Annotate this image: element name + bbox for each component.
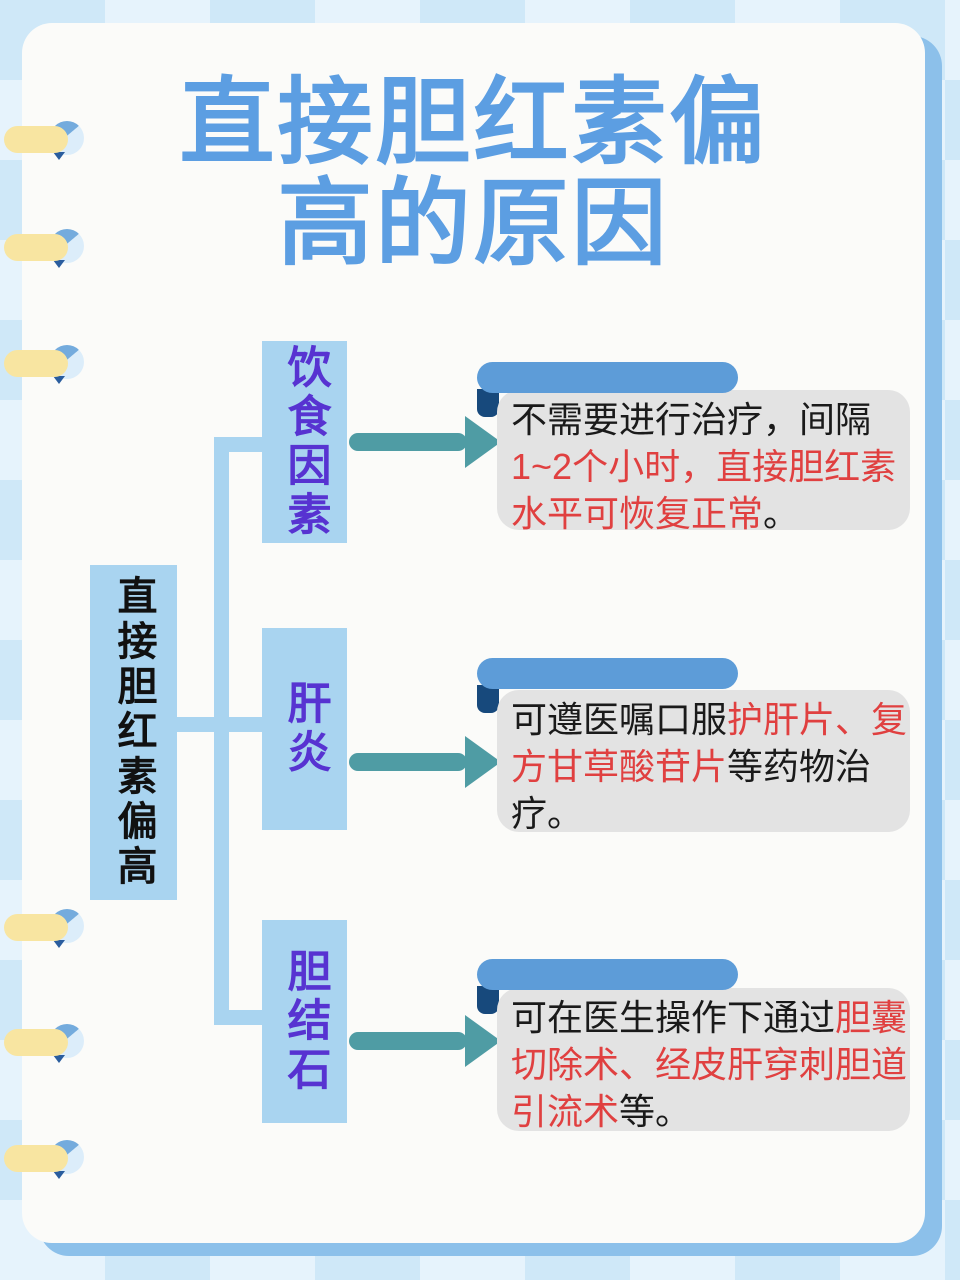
note-text: 等。 xyxy=(619,1091,692,1132)
page-title: 直接胆红素偏高的原因 xyxy=(22,73,925,275)
arrow-right-head-icon xyxy=(465,416,501,468)
binder-notch-icon xyxy=(53,260,65,268)
binder-ring xyxy=(0,119,92,160)
binder-ring xyxy=(0,907,92,948)
binder-ring xyxy=(0,227,92,268)
arrow-right-head-icon xyxy=(465,736,501,788)
binder-ring xyxy=(0,343,92,384)
page-title-line1: 直接胆红素偏 xyxy=(179,70,768,176)
note-card-header-bar xyxy=(477,658,738,689)
arrow-right-icon xyxy=(349,1032,467,1050)
note-card-hepatitis: 可遵医嘱口服护肝片、复方甘草酸苷片等药物治疗。 xyxy=(497,690,910,834)
binder-pin-icon xyxy=(4,914,68,941)
branch-node-gallstone-label: 胆结石 xyxy=(280,948,330,1095)
note-card-gallstone: 可在医生操作下通过胆囊切除术、经皮肝穿刺胆道引流术等。 xyxy=(497,988,910,1132)
note-text: 可遵医嘱口服 xyxy=(511,699,728,740)
binder-ring xyxy=(0,1138,92,1179)
page-title-line2: 高的原因 xyxy=(277,171,670,277)
note-card-header-bar xyxy=(477,362,738,393)
binder-notch-icon xyxy=(53,376,65,384)
binder-pin-icon xyxy=(4,350,68,377)
note-text: 可在医生操作下通过 xyxy=(511,997,836,1038)
branch-node-gallstone: 胆结石 xyxy=(262,920,347,1123)
binder-pin-icon xyxy=(4,234,68,261)
binder-notch-icon xyxy=(53,1171,65,1179)
branch-node-diet-label: 饮食因素 xyxy=(280,344,330,540)
note-text: 不需要进行治疗，间隔 xyxy=(511,399,872,440)
binder-notch-icon xyxy=(53,152,65,160)
note-card-corner-tab xyxy=(477,389,499,417)
note-card-corner-tab xyxy=(477,685,499,713)
binder-notch-icon xyxy=(53,1055,65,1063)
note-text-highlight: 1~2个小时，直接胆红素水平可恢复正常 xyxy=(511,446,897,534)
note-text-highlight: 护肝片、复方甘草酸苷片 xyxy=(511,699,908,787)
note-card-header-bar xyxy=(477,959,738,990)
note-text: 等药物治疗。 xyxy=(511,746,872,834)
arrow-right-icon xyxy=(349,753,467,771)
binder-ring xyxy=(0,1022,92,1063)
binder-pin-icon xyxy=(4,1145,68,1172)
arrow-right-icon xyxy=(349,433,467,451)
binder-notch-icon xyxy=(53,940,65,948)
note-text: 。 xyxy=(763,493,800,534)
root-node: 直接胆红素偏高 xyxy=(90,565,177,900)
note-text-highlight: 胆囊切除术、经皮肝穿刺胆道引流术 xyxy=(511,997,908,1132)
root-connector xyxy=(170,717,284,732)
notebook-page: 直接胆红素偏高的原因 直接胆红素偏高 饮食因素 肝炎 胆结石 不需 xyxy=(22,23,925,1243)
branch-node-hepatitis: 肝炎 xyxy=(262,628,347,830)
root-node-label: 直接胆红素偏高 xyxy=(111,575,156,890)
note-card-corner-tab xyxy=(477,986,499,1014)
binder-pin-icon xyxy=(4,1029,68,1056)
note-card-diet: 不需要进行治疗，间隔 1~2个小时，直接胆红素水平可恢复正常。 xyxy=(497,390,910,534)
binder-pin-icon xyxy=(4,126,68,153)
branch-node-diet: 饮食因素 xyxy=(262,341,347,543)
branch-node-hepatitis-label: 肝炎 xyxy=(280,680,330,778)
arrow-right-head-icon xyxy=(465,1015,501,1067)
